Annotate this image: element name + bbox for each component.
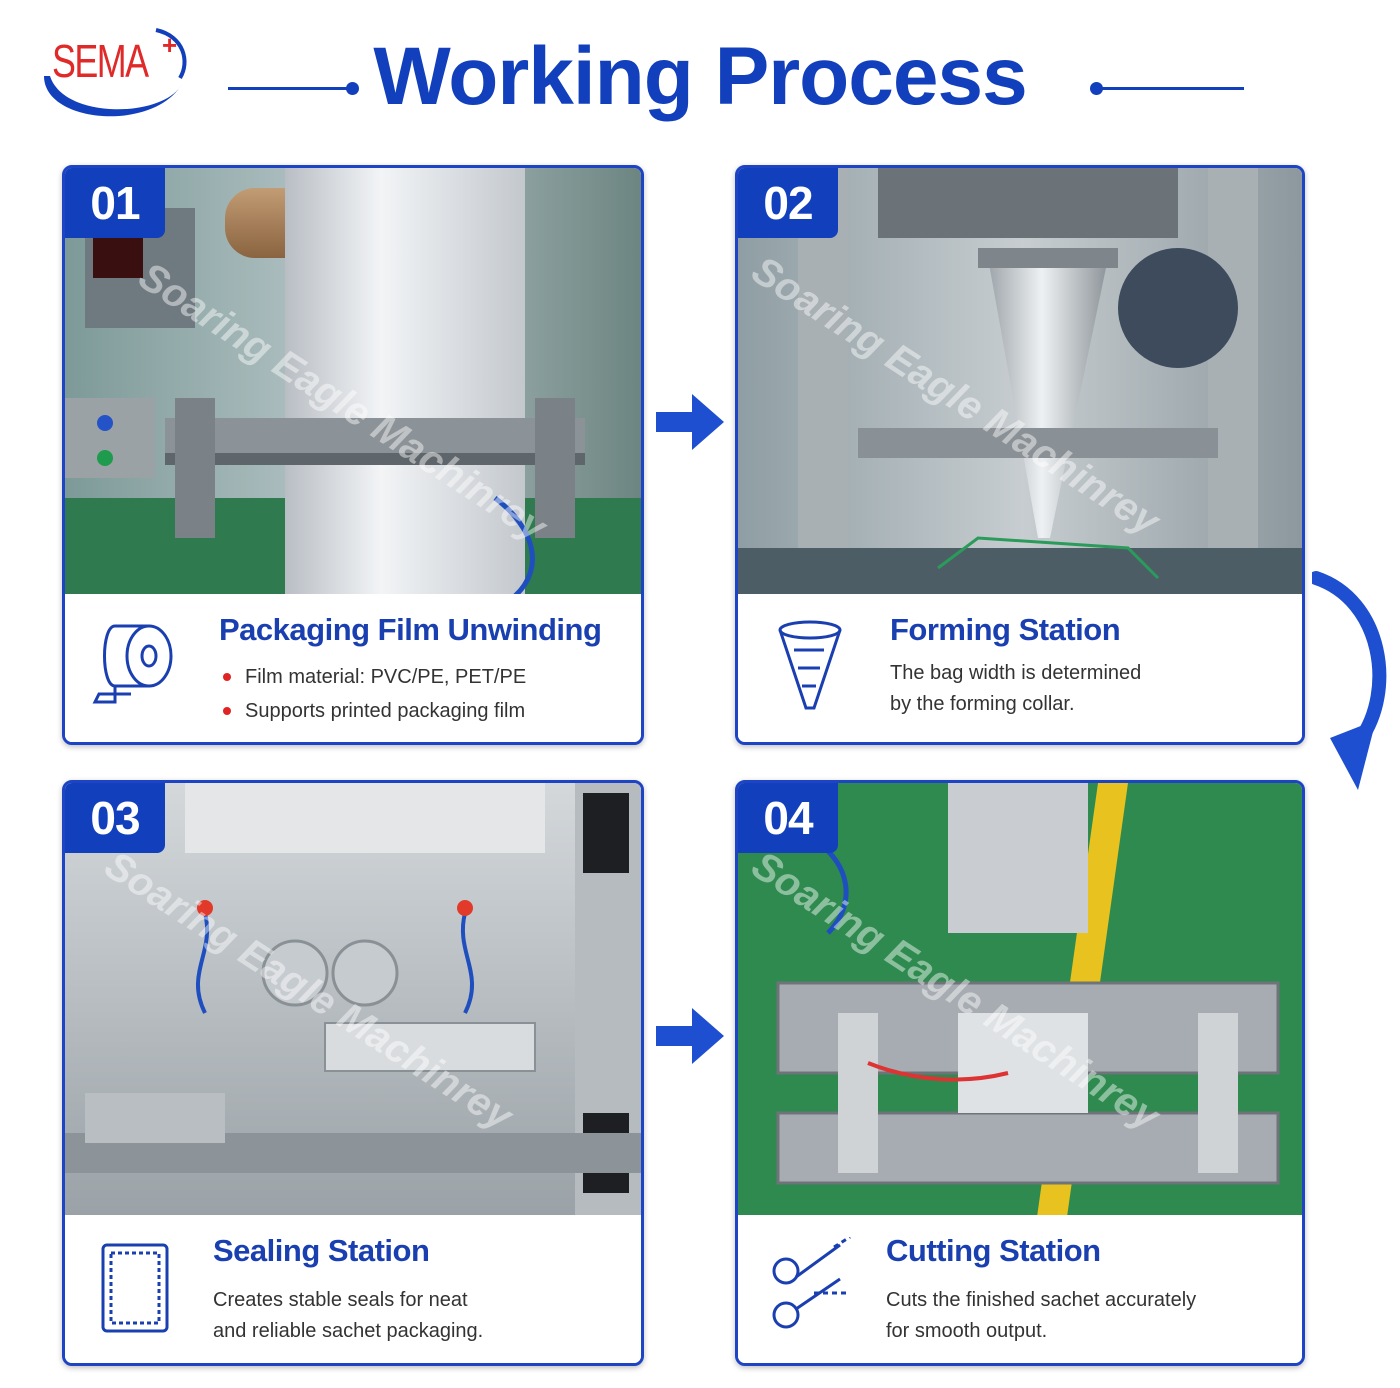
description-line: by the forming collar.: [890, 693, 1075, 715]
step-number: 02: [738, 168, 838, 238]
step-description: The bag width is determined by the formi…: [890, 658, 1141, 720]
title-right-dot: [1090, 82, 1103, 95]
forming-station-photo: [738, 168, 1302, 596]
forming-cone-icon: [764, 616, 854, 716]
description-line: and reliable sachet packaging.: [213, 1320, 484, 1342]
step-card-03: Soaring Eagle Machinrey 03 Sealing Stati…: [62, 780, 644, 1366]
bullet-item: Film material: PVC/PE, PET/PE: [223, 660, 526, 694]
title-left-line: [228, 87, 350, 90]
description-line: Creates stable seals for neat: [213, 1289, 468, 1311]
logo-wordmark: SEMA: [52, 35, 149, 87]
title-left-dot: [346, 82, 359, 95]
description-line: Cuts the finished sachet accurately: [886, 1289, 1197, 1311]
step-info: Packaging Film Unwinding Film material: …: [65, 594, 641, 742]
curved-arrow-down-icon: [1312, 571, 1387, 790]
step-number: 03: [65, 783, 165, 853]
step-title: Forming Station: [890, 612, 1121, 647]
description-line: The bag width is determined: [890, 662, 1142, 684]
bullet-item: Supports printed packaging film: [223, 694, 526, 728]
step-number: 01: [65, 168, 165, 238]
scissors-icon: [764, 1235, 854, 1337]
page-title: Working Process: [373, 31, 1027, 122]
film-unwinding-photo: [65, 168, 641, 596]
sealed-bag-icon: [91, 1237, 181, 1337]
page-header: Working Process: [0, 30, 1400, 140]
film-roll-icon: [91, 616, 181, 716]
brand-logo: SEMA +: [34, 14, 194, 136]
step-card-01: Soaring Eagle Machinrey 01 Packaging Fil…: [62, 165, 644, 745]
step-title: Cutting Station: [886, 1233, 1101, 1268]
arrow-right-icon: [656, 394, 724, 450]
sealing-station-photo: [65, 783, 641, 1217]
step-title: Sealing Station: [213, 1233, 430, 1268]
arrow-right-icon: [656, 1008, 724, 1064]
step-info: Sealing Station Creates stable seals for…: [65, 1215, 641, 1363]
description-line: for smooth output.: [886, 1320, 1048, 1342]
step-info: Forming Station The bag width is determi…: [738, 594, 1302, 742]
logo-plus: +: [162, 30, 178, 60]
title-right-line: [1100, 87, 1244, 90]
step-card-04: Soaring Eagle Machinrey 04 Cutting Stati…: [735, 780, 1305, 1366]
cutting-station-photo: [738, 783, 1302, 1217]
step-description: Cuts the finished sachet accurately for …: [886, 1285, 1196, 1347]
step-title: Packaging Film Unwinding: [219, 612, 602, 647]
step-description: Creates stable seals for neat and reliab…: [213, 1285, 483, 1347]
step-card-02: Soaring Eagle Machinrey 02 Forming Stati…: [735, 165, 1305, 745]
step-number: 04: [738, 783, 838, 853]
step-bullets: Film material: PVC/PE, PET/PE Supports p…: [223, 660, 526, 728]
step-info: Cutting Station Cuts the finished sachet…: [738, 1215, 1302, 1363]
